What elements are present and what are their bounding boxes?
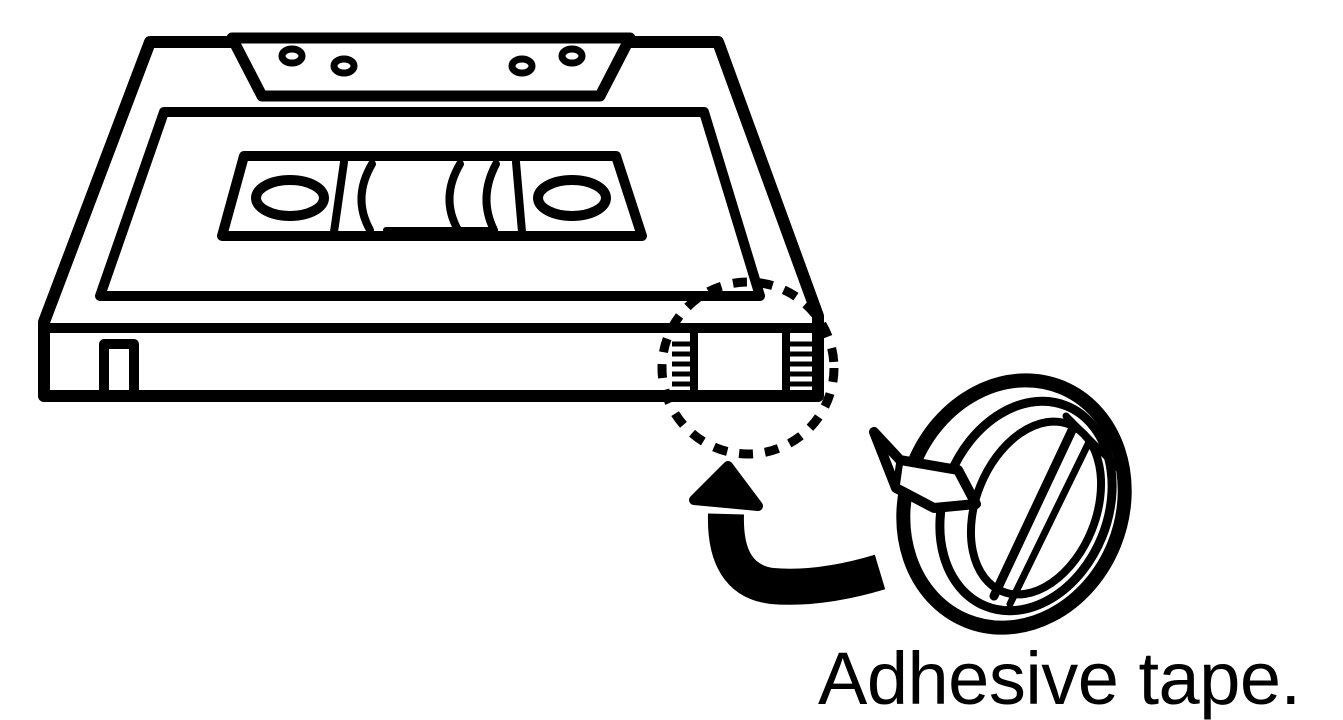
adhesive-tape-roll-icon bbox=[869, 373, 1132, 635]
cassette-tape-icon bbox=[38, 32, 824, 402]
erase-prevention-tab-highlight bbox=[657, 277, 839, 459]
curved-arrow-icon bbox=[689, 461, 886, 605]
adhesive-tape-caption: Adhesive tape. bbox=[818, 637, 1301, 720]
